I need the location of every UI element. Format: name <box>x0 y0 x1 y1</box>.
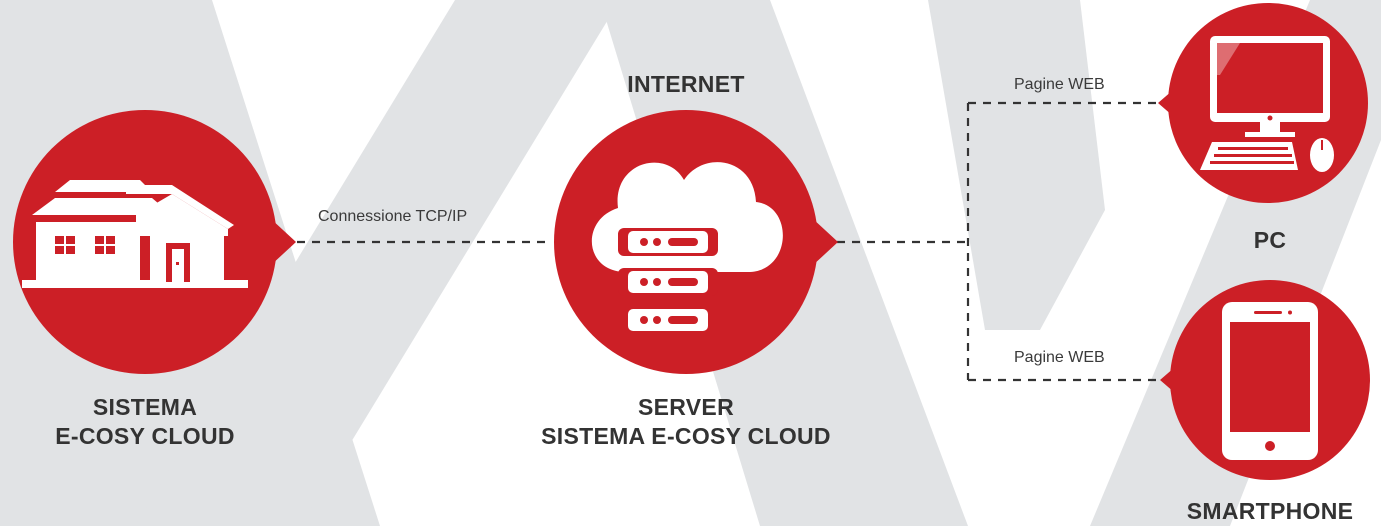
home-node <box>13 110 296 374</box>
connection-label-home-server: Connessione TCP/IP <box>318 208 468 225</box>
connectors <box>282 101 1176 382</box>
home-label-line2: E-COSY CLOUD <box>55 423 235 449</box>
smartphone-node <box>1160 280 1370 480</box>
pc-label: PC <box>1253 227 1287 253</box>
smartphone-label: SMARTPHONE <box>1186 498 1354 524</box>
server-label-line2: SISTEMA E-COSY CLOUD <box>541 423 831 449</box>
connection-label-server-smartphone: Pagine WEB <box>1014 349 1105 366</box>
home-label-line1: SISTEMA <box>92 394 198 420</box>
smartphone-icon <box>1222 302 1318 460</box>
pc-node <box>1158 3 1368 203</box>
server-label: SERVER SISTEMA E-COSY CLOUD <box>480 393 892 451</box>
server-label-line1: SERVER <box>638 394 734 420</box>
internet-label: INTERNET <box>627 71 745 97</box>
cloud-server-icon <box>591 162 783 331</box>
server-node <box>554 110 838 374</box>
house-icon <box>22 180 248 288</box>
home-label: SISTEMA E-COSY CLOUD <box>20 393 270 451</box>
desktop-computer-icon <box>1200 36 1334 172</box>
connection-label-server-pc: Pagine WEB <box>1014 76 1105 93</box>
